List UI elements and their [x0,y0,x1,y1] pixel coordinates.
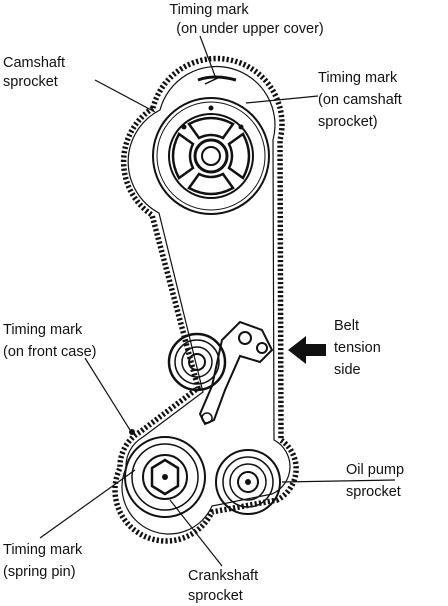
front-case-timing-mark [129,429,135,435]
oil-pump-sprocket [215,449,281,515]
camshaft-sprocket [152,97,270,215]
label-camshaft-sprocket: Camshaft sprocket [3,55,69,90]
label-oil-pump-sprocket: Oil pump sprocket [346,462,408,500]
label-crankshaft-sprocket: Crankshaft sprocket [188,568,262,604]
tensioner-arm [198,320,274,426]
label-timing-upper-cover: Timing mark (on under upper cover) [169,2,323,37]
left-arrow-icon [288,336,326,364]
tensioner-pulley [167,332,227,392]
timing-belt [112,55,299,544]
upper-cover-timing-mark [197,75,237,85]
label-belt-tension-side: Belt tension side [334,318,385,378]
label-timing-spring-pin: Timing mark (spring pin) [3,542,86,580]
label-timing-camshaft: Timing mark (on camshaft sprocket) [318,70,406,130]
label-timing-front-case: Timing mark (on front case) [3,322,97,360]
crankshaft-sprocket [124,436,206,518]
leader-lines [39,35,396,567]
